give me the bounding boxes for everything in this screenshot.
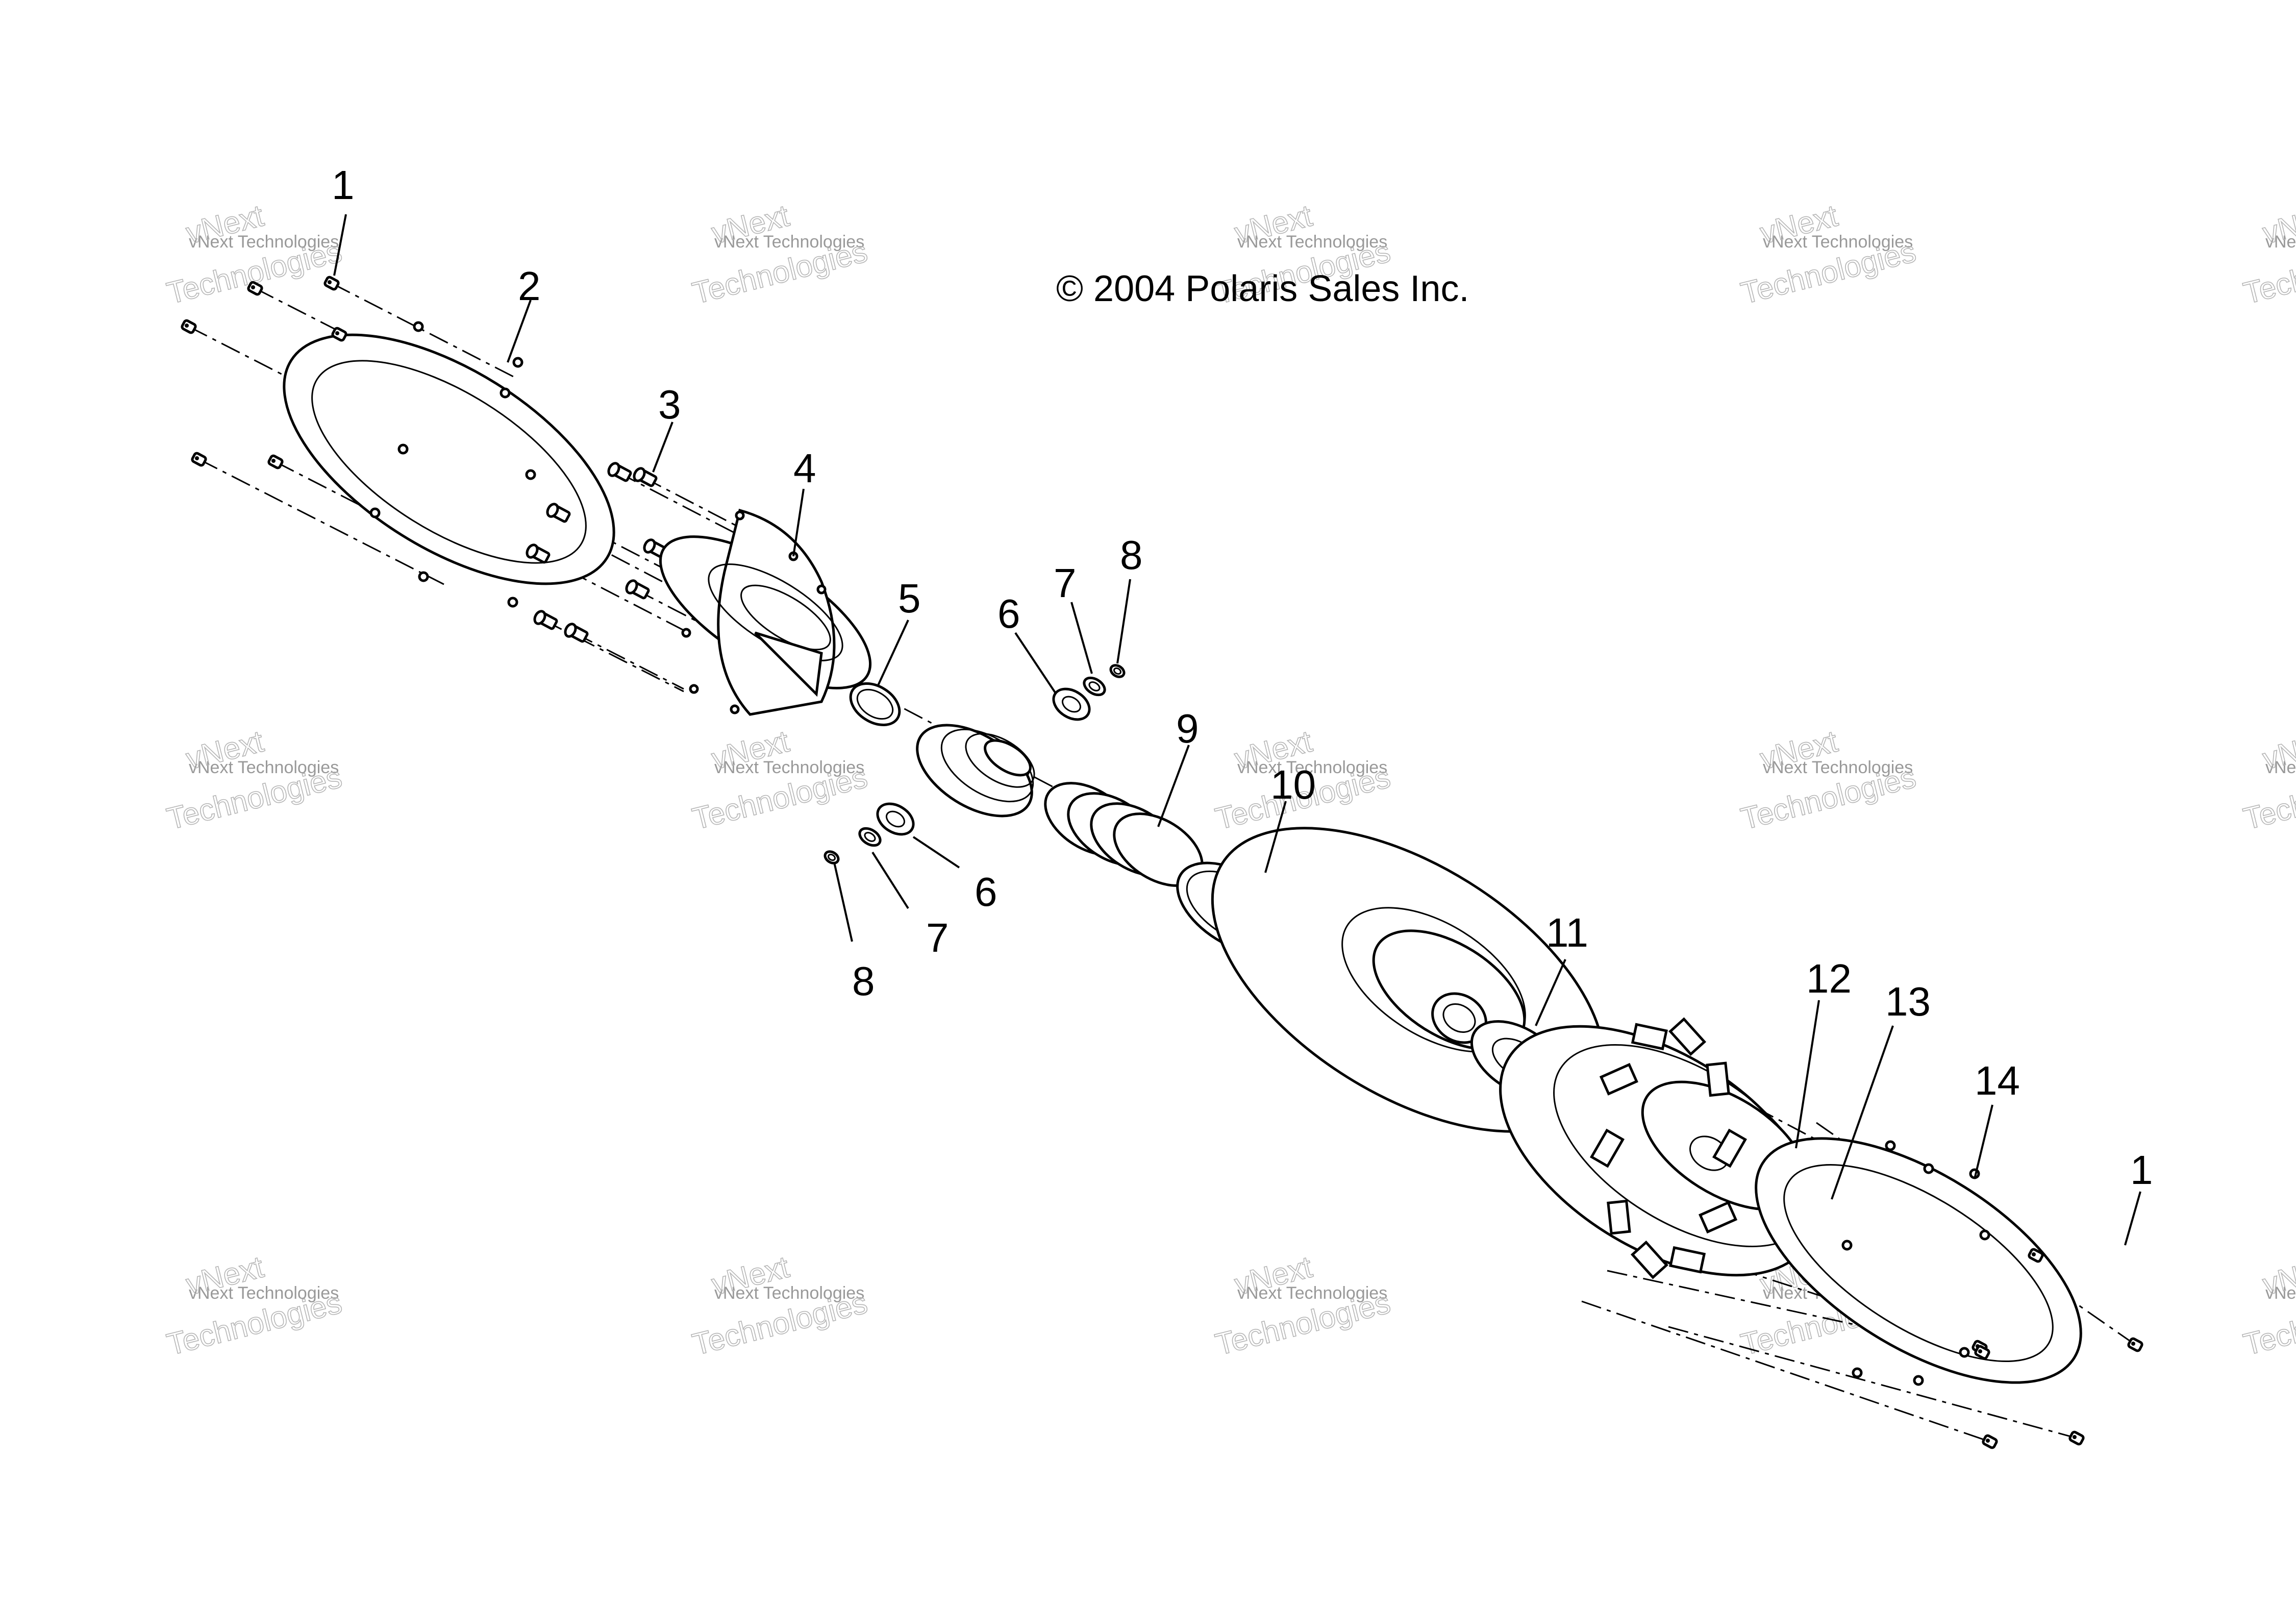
cap-screw — [564, 623, 589, 643]
bolt — [2127, 1337, 2143, 1352]
watermark-text: vNext Technologies — [1763, 232, 1913, 252]
bushing — [876, 802, 915, 836]
cap-screw — [633, 467, 658, 487]
callout-2: 2 — [518, 263, 541, 309]
callout-8-lower: 8 — [852, 958, 875, 1004]
watermark-text: vNext Technologies — [714, 758, 864, 777]
callout-6-lower: 6 — [975, 869, 997, 914]
callout-10: 10 — [1270, 762, 1316, 807]
bolt — [181, 319, 197, 334]
callout-5: 5 — [898, 576, 921, 621]
watermark-text: vNext Technologies — [1237, 1283, 1387, 1303]
bolt — [191, 452, 207, 467]
bolt — [1982, 1434, 1998, 1449]
callout-4: 4 — [793, 446, 816, 491]
callout-11: 11 — [1546, 910, 1588, 955]
cover-plate-left — [283, 321, 615, 608]
callout-1-top: 1 — [332, 162, 355, 208]
cap-screw — [546, 503, 571, 523]
copyright-notice: © 2004 Polaris Sales Inc. — [1056, 268, 1469, 309]
bolt — [247, 281, 263, 296]
watermark-text: vNext Technologies — [2265, 232, 2296, 252]
watermark-text: vNext Technologies — [714, 232, 864, 252]
callout-12: 12 — [1806, 956, 1852, 1001]
circlip — [823, 850, 840, 864]
callout-labels: 1 2 3 4 5 6 7 8 9 10 6 7 8 11 12 13 14 1 — [332, 162, 2153, 1193]
bolt — [267, 454, 284, 469]
callout-14: 14 — [1975, 1058, 2020, 1103]
watermark-text: vNext Technologies — [2265, 1283, 2296, 1303]
watermark-text: vNext Technologies — [189, 232, 339, 252]
housing — [659, 508, 872, 716]
watermark-text: vNext Technologies — [189, 1283, 339, 1303]
bolt — [2028, 1248, 2044, 1263]
callout-leaders — [333, 214, 2141, 1246]
bolt — [323, 276, 340, 291]
watermark-text: vNext Technologies — [1763, 758, 1913, 777]
callout-7-lower: 7 — [926, 915, 949, 960]
cap-screw — [607, 462, 632, 482]
watermark-text: vNext Technologies — [189, 758, 339, 777]
parts-layer — [181, 276, 2143, 1449]
bolt — [2068, 1430, 2085, 1446]
watermark-text: vNext — [2259, 724, 2296, 776]
callout-7-upper: 7 — [1054, 560, 1077, 606]
cap-screw — [526, 543, 551, 564]
washer — [1083, 676, 1106, 697]
cap-screw — [625, 579, 650, 600]
bolt — [1974, 1345, 1990, 1360]
watermark-text: vNext — [2259, 1250, 2296, 1302]
callout-9: 9 — [1176, 706, 1199, 751]
callout-13: 13 — [1885, 979, 1931, 1024]
callout-1-bottom: 1 — [2130, 1147, 2153, 1193]
watermark-text: vNext — [2259, 199, 2296, 251]
callout-3: 3 — [658, 382, 681, 427]
cover-plate-right — [1755, 1137, 2082, 1386]
cap-screw — [533, 610, 558, 630]
bolt — [331, 327, 347, 342]
watermark-text: vNext Technologies — [714, 1283, 864, 1303]
callout-8-upper: 8 — [1120, 532, 1143, 578]
watermark-text: vNext Technologies — [1237, 758, 1387, 777]
circlip — [1109, 664, 1126, 678]
callout-6-upper: 6 — [997, 591, 1020, 636]
seal-ring — [849, 682, 901, 727]
watermark-text: vNext Technologies — [2265, 758, 2296, 777]
washer — [858, 827, 882, 847]
bearing-hub — [916, 724, 1035, 818]
watermark-text: vNext Technologies — [1237, 232, 1387, 252]
